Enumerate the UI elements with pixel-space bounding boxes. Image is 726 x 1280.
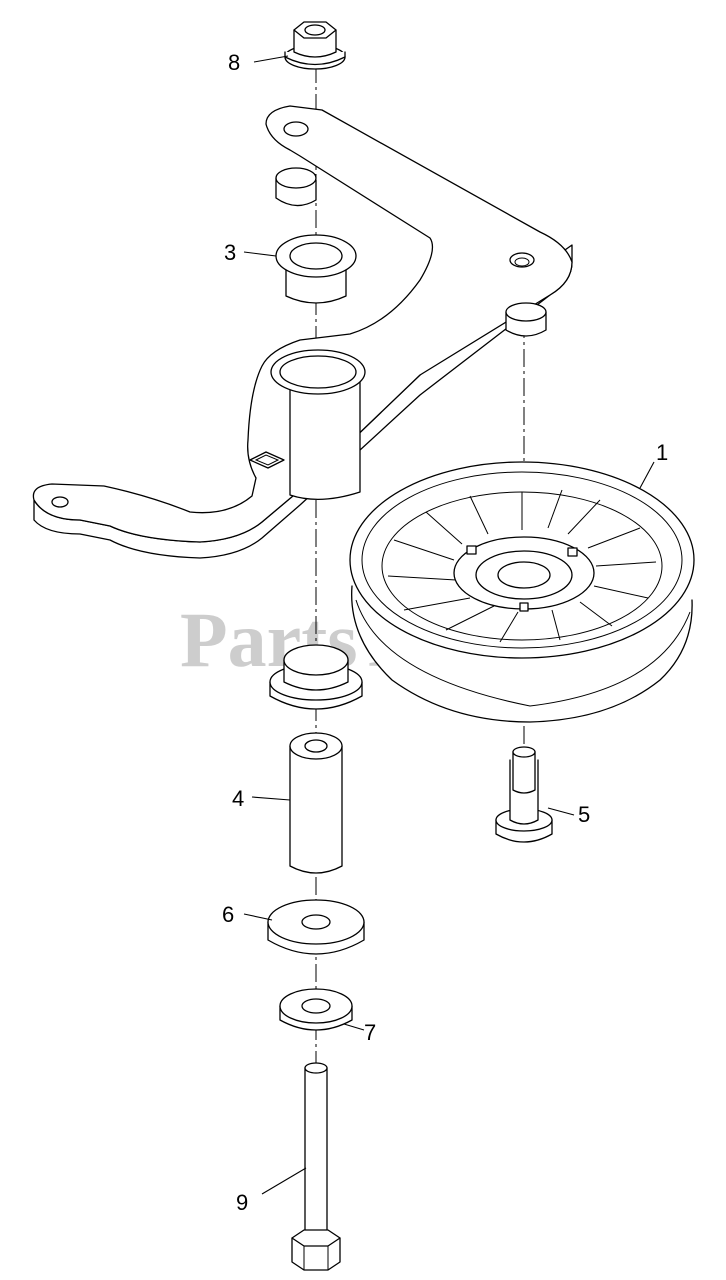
callout-1: 1 [656,440,668,465]
callout-3: 3 [224,240,236,265]
idler-pulley-icon [349,461,695,723]
callouts: 8 3 4 6 7 5 1 9 [222,50,668,1215]
spacer-tube-icon [289,732,343,874]
callout-8: 8 [228,50,240,75]
callout-7: 7 [364,1020,376,1045]
callout-leaders [243,55,655,1195]
shoulder-bolt-icon [495,746,553,843]
flange-nut-icon [284,21,346,70]
flange-bushing-icon [275,234,357,304]
callout-9: 9 [236,1190,248,1215]
callout-5: 5 [578,802,590,827]
hex-bolt-icon [291,1062,341,1271]
idler-arm-icon [32,105,573,559]
callout-4: 4 [232,786,244,811]
callout-6: 6 [222,902,234,927]
washer-7-icon [279,988,353,1031]
lower-flange-bushing-icon [269,644,363,710]
washer-6-icon [267,899,365,955]
